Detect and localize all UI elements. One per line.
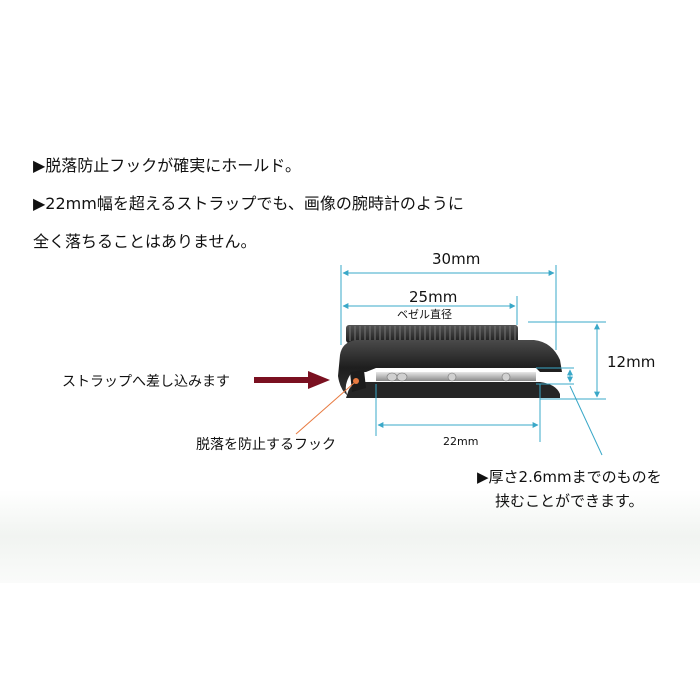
gap-width-label: 22mm	[443, 435, 479, 448]
feature-line-2: ▶22mm幅を超えるストラップでも、画像の腕時計のように	[33, 194, 464, 213]
dimension-22mm	[375, 384, 541, 442]
feature-line-3: 全く落ちることはありません。	[33, 232, 257, 251]
hook-label: 脱落を防止するフック	[196, 437, 336, 453]
bezel-width-label: 25mm	[409, 288, 458, 306]
feature-line-1: ▶脱落防止フックが確実にホールド。	[33, 156, 301, 175]
product-info-panel: ▶脱落防止フックが確実にホールド。 ▶22mm幅を超えるストラップでも、画像の腕…	[0, 0, 700, 583]
insert-arrow	[254, 371, 330, 389]
dimension-25mm	[340, 296, 518, 325]
thickness-note-line-2: 挟むことができます。	[495, 492, 644, 510]
strap-holder-image	[338, 325, 562, 398]
thickness-note-line-1: ▶厚さ2.6mmまでのものを	[477, 468, 662, 486]
hook-leader-line	[295, 382, 355, 435]
strap-insert-label: ストラップへ差し込みます	[62, 374, 230, 390]
holder-clip	[346, 382, 560, 398]
dimension-12mm	[528, 321, 606, 400]
holder-body	[338, 340, 562, 396]
thickness-indicator	[536, 367, 603, 456]
bezel-knurl	[349, 326, 516, 341]
overall-width-label: 30mm	[432, 250, 481, 268]
bezel-caption: ベゼル直径	[397, 308, 452, 321]
spring-coils	[386, 372, 511, 382]
hook-marker	[353, 378, 359, 384]
height-label: 12mm	[607, 353, 656, 371]
product-diagram	[254, 265, 606, 456]
